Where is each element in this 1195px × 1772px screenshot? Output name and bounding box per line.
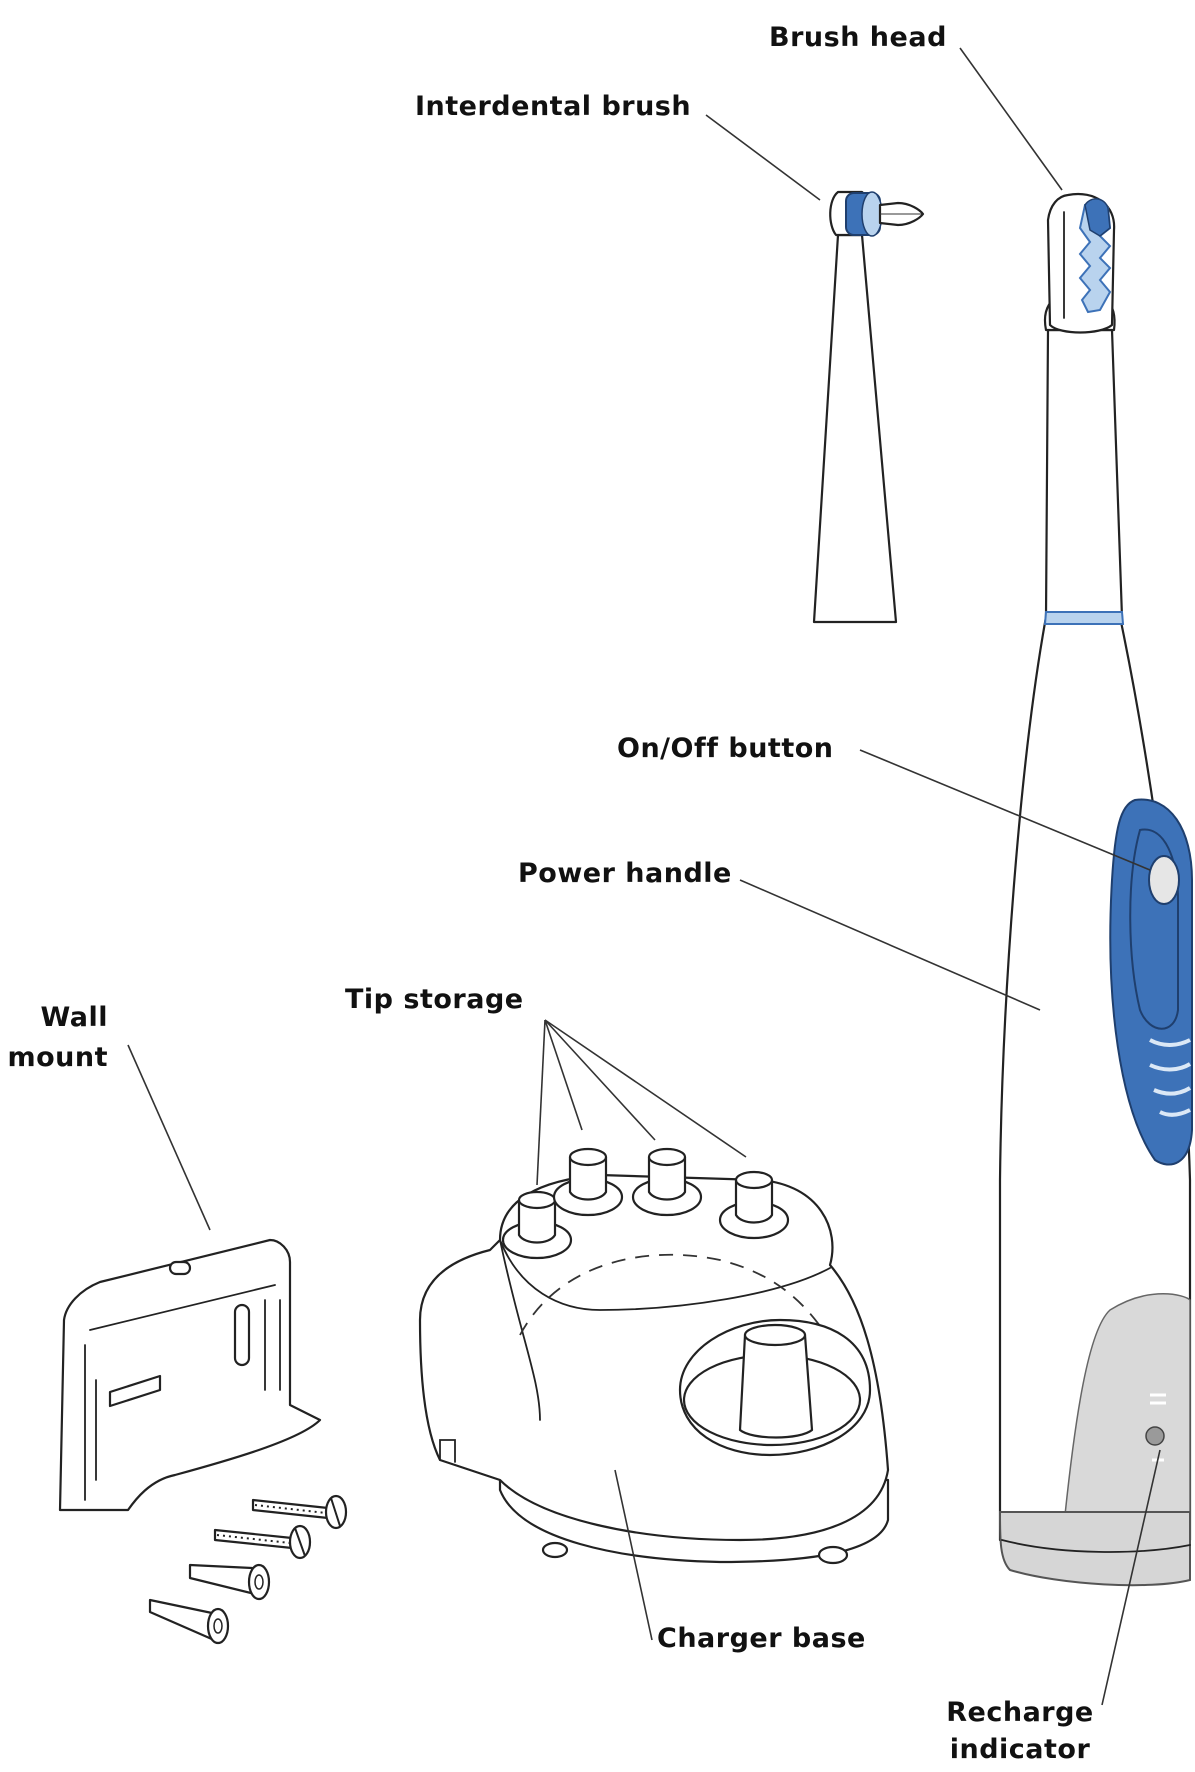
label-charger-base: Charger base [657, 1623, 866, 1654]
interdental-brush [812, 190, 925, 624]
tip-storage-post-2 [552, 1147, 624, 1217]
brush-head-ring [1043, 611, 1125, 625]
tip-storage-post-3 [631, 1147, 703, 1217]
label-on-off-button: On/Off button [617, 733, 834, 764]
label-wall-mount-line1: Wall [40, 1002, 108, 1033]
brush-head [1043, 192, 1125, 625]
handle-base-shell [1064, 1293, 1191, 1536]
label-recharge-indicator-line2: indicator [950, 1734, 1091, 1765]
tip-storage-post-1 [501, 1190, 573, 1260]
label-interdental-brush: Interdental brush [415, 91, 691, 122]
charger-base [418, 1147, 890, 1565]
power-handle [998, 615, 1193, 1587]
wall-anchor-1 [188, 1563, 271, 1601]
label-tip-storage: Tip storage [345, 984, 524, 1015]
label-brush-head: Brush head [769, 22, 947, 53]
labels: Brush head Interdental brush On/Off butt… [7, 22, 1093, 1765]
screw-1 [251, 1494, 348, 1530]
recharge-indicator-light [1145, 1426, 1165, 1446]
wall-mount [58, 1238, 348, 1645]
on-off-button [1148, 855, 1180, 905]
label-wall-mount-line2: mount [7, 1042, 108, 1073]
tip-storage-post-4 [718, 1170, 790, 1240]
screw-2 [213, 1524, 312, 1560]
label-recharge-indicator-line1: Recharge [946, 1697, 1094, 1728]
wall-anchor-2 [148, 1598, 230, 1645]
leader-lines [127, 47, 1161, 1706]
label-power-handle: Power handle [518, 858, 732, 889]
